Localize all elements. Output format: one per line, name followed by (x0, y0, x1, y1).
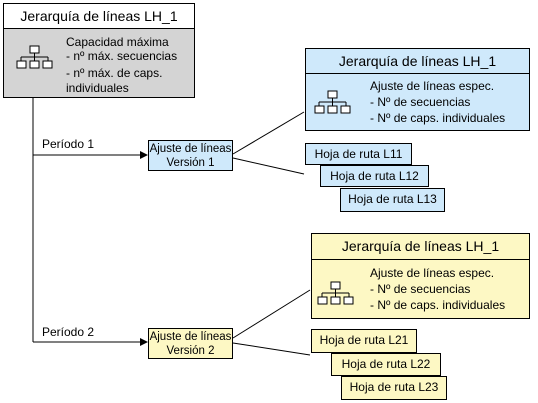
route-l21: Hoja de ruta L21 (311, 329, 417, 353)
root-line-2: - nº máx. secuencias (66, 49, 178, 63)
period-1-label: Período 1 (42, 137, 95, 151)
period-1-hierarchy-title: Jerarquía de líneas LH_1 (306, 49, 529, 74)
hierarchy-icon (314, 90, 351, 114)
route-l22: Hoja de ruta L22 (331, 353, 441, 376)
link-v1-routes (232, 157, 305, 175)
period-1-hierarchy-line-2: - Nº de secuencias (370, 95, 471, 109)
root-line-1: Capacidad máxima (66, 35, 169, 49)
version-1-line-2: Versión 1 (166, 157, 215, 169)
period-2-hierarchy-title: Jerarquía de líneas LH_1 (312, 234, 529, 260)
route-l13: Hoja de ruta L13 (340, 188, 445, 212)
period-2-hierarchy-line-3: - Nº de caps. individuales (370, 298, 506, 312)
period-1-hierarchy-line-3: - Nº de caps. individuales (370, 111, 506, 125)
root-hierarchy-title: Jerarquía de líneas LH_1 (4, 4, 194, 29)
link-v2-hierarchy (232, 289, 311, 339)
link-v2-routes (232, 342, 311, 356)
period-1-hierarchy-line-1: Ajuste de líneas espec. (370, 79, 495, 93)
version-2-line-1: Ajuste de líneas (149, 331, 232, 343)
period-2-hierarchy-line-2: - Nº de secuencias (370, 282, 471, 296)
period-1-hierarchy-box: Jerarquía de líneas LH_1 Ajuste de línea… (305, 48, 530, 131)
version-2-line-2: Versión 2 (166, 345, 215, 357)
root-line-4: individuales (66, 81, 129, 95)
route-l23: Hoja de ruta L23 (341, 376, 447, 400)
version-2-box: Ajuste de líneas Versión 2 (148, 328, 233, 359)
root-line-3: - nº máx. de caps. (66, 66, 163, 80)
period-2-hierarchy-line-1: Ajuste de líneas espec. (370, 266, 495, 280)
version-1-line-1: Ajuste de líneas (149, 143, 232, 155)
route-l12: Hoja de ruta L12 (320, 165, 429, 187)
hierarchy-icon (317, 281, 354, 305)
root-hierarchy-box: Jerarquía de líneas LH_1 Capacidad máxim… (3, 3, 195, 98)
hierarchy-icon (16, 45, 53, 69)
route-l11: Hoja de ruta L11 (305, 143, 412, 165)
version-1-box: Ajuste de líneas Versión 1 (148, 140, 233, 171)
period-2-label: Período 2 (42, 325, 95, 339)
period-2-hierarchy-box: Jerarquía de líneas LH_1 Ajuste de línea… (311, 233, 530, 319)
link-v1-hierarchy (232, 111, 305, 155)
